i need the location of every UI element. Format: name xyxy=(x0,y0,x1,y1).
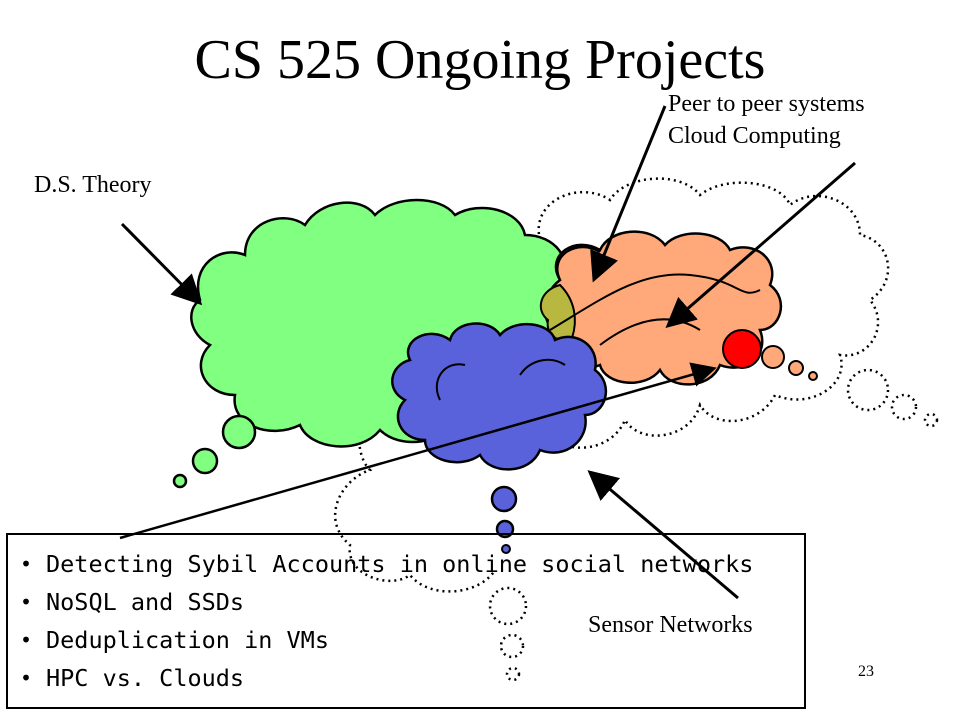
arrow-p2p xyxy=(590,105,667,283)
page-number: 23 xyxy=(858,663,874,680)
label-cloud-computing: Cloud Computing xyxy=(668,123,841,149)
arrow-cloud-computing xyxy=(665,161,856,328)
sensor-cloud xyxy=(391,322,607,554)
arrow-projects xyxy=(119,362,717,540)
slide-title: CS 525 Ongoing Projects xyxy=(194,29,766,91)
project-item: NoSQL and SSDs xyxy=(20,583,804,621)
projects-box: Detecting Sybil Accounts in online socia… xyxy=(6,533,806,709)
label-p2p-cloud: Peer to peer systems Cloud Computing xyxy=(668,88,865,152)
arrow-theory xyxy=(120,222,203,306)
label-p2p: Peer to peer systems xyxy=(668,91,865,117)
hotspot-dot xyxy=(722,329,762,369)
project-item: Detecting Sybil Accounts in online socia… xyxy=(20,545,804,583)
project-item: HPC vs. Clouds xyxy=(20,659,804,697)
label-ds-theory: D.S. Theory xyxy=(34,172,152,198)
project-item: Deduplication in VMs xyxy=(20,621,804,659)
projects-list: Detecting Sybil Accounts in online socia… xyxy=(8,535,804,697)
